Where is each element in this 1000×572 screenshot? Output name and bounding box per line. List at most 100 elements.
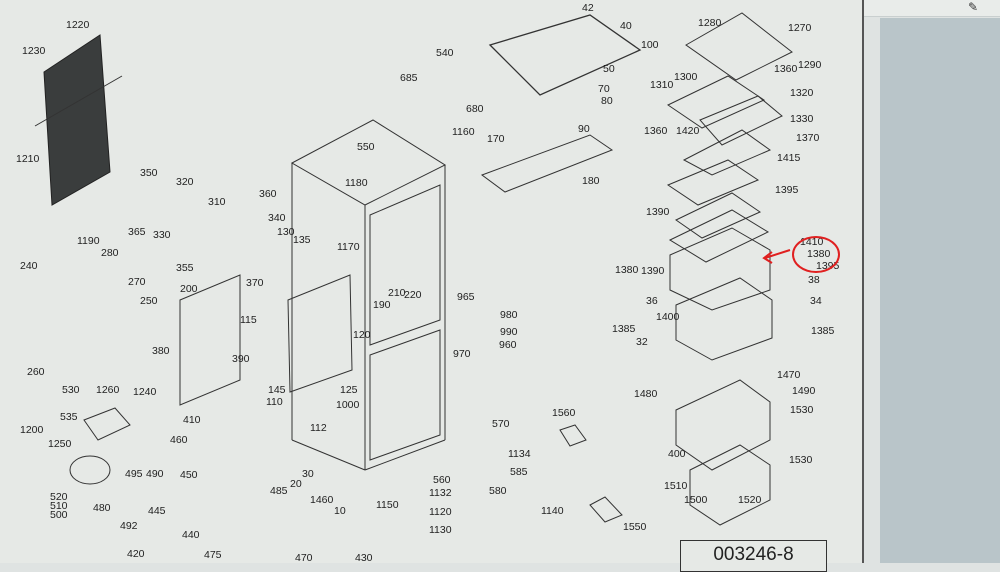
highlight-arrow <box>762 249 791 264</box>
part-label-460: 460 <box>170 434 188 446</box>
part-label-685: 685 <box>400 72 418 84</box>
part-label-500: 500 <box>50 509 68 521</box>
part-label-20: 20 <box>290 478 302 490</box>
part-label-1385: 1385 <box>612 323 636 335</box>
part-label-550: 550 <box>357 141 375 153</box>
part-label-310: 310 <box>208 196 226 208</box>
shelves <box>666 12 793 526</box>
part-label-1190: 1190 <box>77 235 100 247</box>
part-label-80: 80 <box>601 95 613 107</box>
part-label-430: 430 <box>355 552 373 564</box>
part-label-1240: 1240 <box>133 386 157 398</box>
part-label-1300: 1300 <box>674 71 698 83</box>
part-label-1390: 1390 <box>646 206 670 218</box>
part-label-440: 440 <box>182 529 200 541</box>
part-label-180: 180 <box>582 175 600 187</box>
part-label-470: 470 <box>295 552 313 564</box>
part-label-1180: 1180 <box>345 177 368 189</box>
part-label-1320: 1320 <box>790 87 814 99</box>
part-label-1370: 1370 <box>796 132 820 144</box>
part-label-1330: 1330 <box>790 113 814 125</box>
evaporator-cover <box>179 274 353 406</box>
part-label-1280: 1280 <box>698 17 722 29</box>
part-label-410: 410 <box>183 414 201 426</box>
part-label-360: 360 <box>259 188 277 200</box>
part-label-1360: 1360 <box>644 125 668 137</box>
part-label-1395: 1395 <box>775 184 799 196</box>
part-label-450: 450 <box>180 469 198 481</box>
part-label-420: 420 <box>127 548 145 560</box>
part-label-400: 400 <box>668 448 686 460</box>
part-label-120: 120 <box>353 329 371 341</box>
part-label-1132: 1132 <box>429 487 452 499</box>
part-label-210: 210 <box>388 287 406 299</box>
part-label-1550: 1550 <box>623 521 647 533</box>
part-label-30: 30 <box>302 468 314 480</box>
part-label-320: 320 <box>176 176 194 188</box>
side-panel <box>880 18 1000 563</box>
part-label-1560: 1560 <box>552 407 576 419</box>
part-label-40: 40 <box>620 20 632 32</box>
top-unit <box>480 14 642 193</box>
part-label-1390: 1390 <box>641 265 665 277</box>
part-label-70: 70 <box>598 83 610 95</box>
part-label-115: 115 <box>240 314 257 326</box>
part-label-350: 350 <box>140 167 158 179</box>
part-label-1200: 1200 <box>20 424 44 436</box>
part-label-1270: 1270 <box>788 22 812 34</box>
parts-diagram-sheet <box>862 0 864 563</box>
part-label-390: 390 <box>232 353 250 365</box>
part-label-480: 480 <box>93 502 111 514</box>
small-parts <box>69 407 623 523</box>
part-label-90: 90 <box>578 123 590 135</box>
drawing-number: 003246-8 <box>680 540 827 572</box>
part-label-1170: 1170 <box>337 241 360 253</box>
part-label-240: 240 <box>20 260 38 272</box>
part-label-1000: 1000 <box>336 399 360 411</box>
part-label-1520: 1520 <box>738 494 762 506</box>
part-label-1130: 1130 <box>429 524 452 536</box>
part-label-1510: 1510 <box>664 480 688 492</box>
part-label-475: 475 <box>204 549 222 561</box>
part-label-100: 100 <box>641 39 659 51</box>
part-label-490: 490 <box>146 468 164 480</box>
part-label-145: 145 <box>268 384 286 396</box>
part-label-250: 250 <box>140 295 158 307</box>
part-label-355: 355 <box>176 262 194 274</box>
red-highlight-circle <box>792 236 840 273</box>
part-label-680: 680 <box>466 103 484 115</box>
cabinet <box>290 119 447 471</box>
part-label-1380: 1380 <box>615 264 639 276</box>
part-label-485: 485 <box>270 485 288 497</box>
part-label-1400: 1400 <box>656 311 680 323</box>
part-label-365: 365 <box>128 226 146 238</box>
part-label-1360: 1360 <box>774 63 798 75</box>
pencil-icon[interactable]: ✎ <box>968 0 979 14</box>
part-label-1134: 1134 <box>508 448 531 460</box>
part-label-200: 200 <box>180 283 198 295</box>
part-label-1150: 1150 <box>376 499 399 511</box>
part-label-1140: 1140 <box>541 505 564 517</box>
part-label-112: 112 <box>310 422 327 434</box>
part-label-170: 170 <box>487 133 505 145</box>
part-label-1490: 1490 <box>792 385 816 397</box>
part-label-990: 990 <box>500 326 518 338</box>
part-label-965: 965 <box>457 291 475 303</box>
part-label-260: 260 <box>27 366 45 378</box>
part-label-495: 495 <box>125 468 143 480</box>
part-label-110: 110 <box>266 396 283 408</box>
part-label-970: 970 <box>453 348 471 360</box>
part-label-960: 960 <box>499 339 517 351</box>
part-label-1260: 1260 <box>96 384 120 396</box>
part-label-10: 10 <box>334 505 346 517</box>
part-label-1220: 1220 <box>66 19 90 31</box>
part-label-1500: 1500 <box>684 494 708 506</box>
part-label-42: 42 <box>582 2 594 14</box>
part-label-1420: 1420 <box>676 125 700 137</box>
part-label-1470: 1470 <box>777 369 801 381</box>
part-label-492: 492 <box>120 520 138 532</box>
part-label-125: 125 <box>340 384 358 396</box>
part-label-580: 580 <box>489 485 507 497</box>
part-label-370: 370 <box>246 277 264 289</box>
